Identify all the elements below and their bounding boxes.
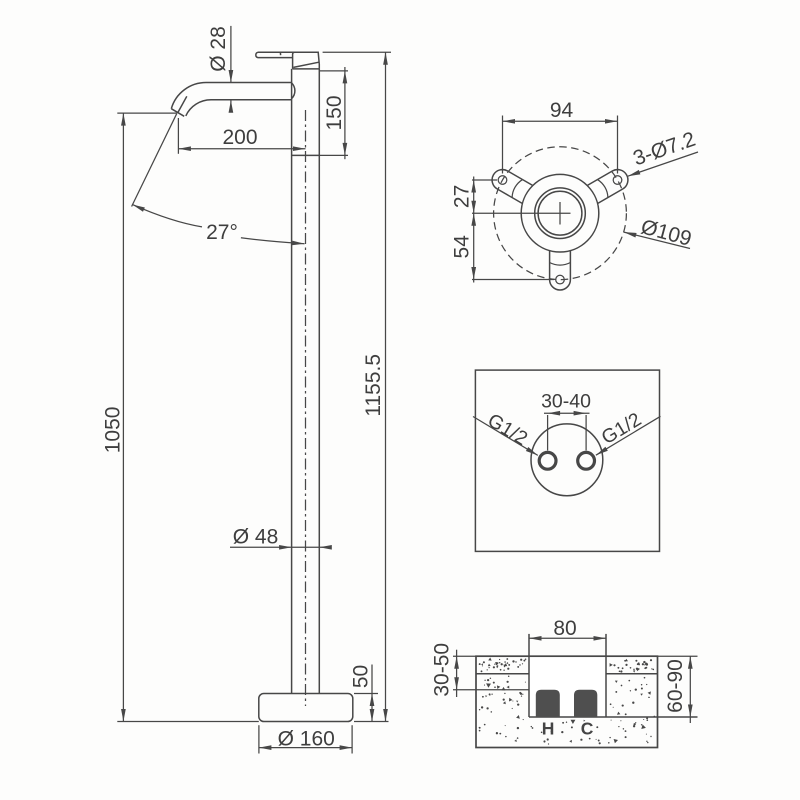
svg-text:Ø 48: Ø 48 — [233, 526, 279, 549]
svg-text:150: 150 — [323, 95, 346, 130]
svg-text:94: 94 — [550, 99, 574, 122]
svg-text:50: 50 — [350, 665, 373, 688]
svg-text:200: 200 — [222, 126, 257, 149]
svg-text:30-40: 30-40 — [541, 390, 591, 412]
svg-text:80: 80 — [553, 617, 576, 640]
svg-text:1155.5: 1155.5 — [362, 354, 385, 417]
svg-text:H: H — [542, 718, 555, 738]
svg-text:27: 27 — [450, 185, 473, 208]
svg-text:Ø 28: Ø 28 — [207, 26, 230, 72]
svg-text:60-90: 60-90 — [664, 659, 687, 713]
svg-text:1050: 1050 — [101, 407, 124, 454]
svg-text:C: C — [581, 719, 594, 739]
svg-text:30-50: 30-50 — [431, 643, 454, 697]
svg-text:27°: 27° — [206, 221, 238, 244]
svg-text:Ø 160: Ø 160 — [278, 727, 335, 750]
svg-text:54: 54 — [450, 235, 473, 259]
